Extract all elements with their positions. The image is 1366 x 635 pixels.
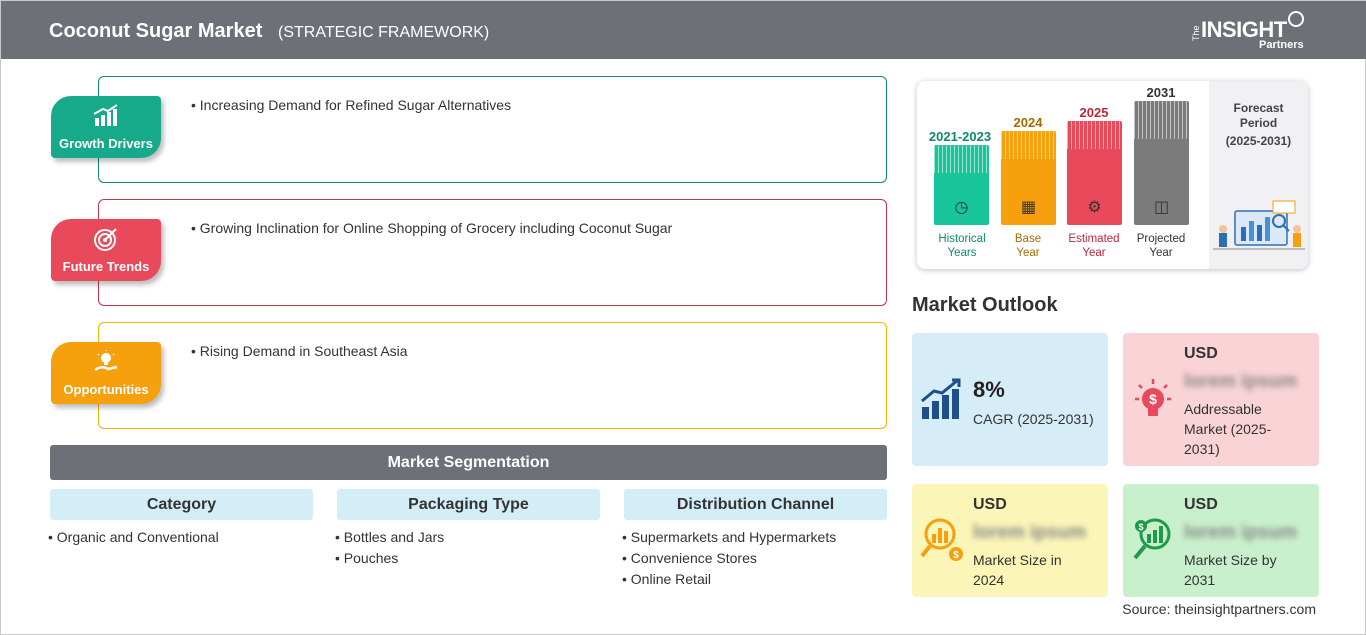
lightbulb-hand-icon [51, 350, 161, 374]
opportunities-box: • Rising Demand in Southeast Asia [98, 322, 887, 429]
logo-insight: INSIGHT [1201, 17, 1287, 42]
bar-stripe [934, 145, 989, 173]
opportunities-text: • Rising Demand in Southeast Asia [191, 343, 408, 359]
cagr-card: 8% CAGR (2025-2031) [912, 333, 1108, 466]
svg-text:$: $ [953, 550, 959, 561]
timeline-year-projected: 2031 [1146, 85, 1176, 100]
history-icon: ◷ [954, 199, 969, 216]
size-2031-currency: USD [1184, 496, 1218, 513]
forecast-label-1: Forecast [1233, 101, 1284, 115]
presentation-icon: ◫ [1153, 199, 1170, 216]
timeline-bar-base: ▦ [1001, 131, 1056, 225]
forecast-label-2: Period [1239, 116, 1278, 130]
future-trends-badge: Future Trends [51, 219, 161, 281]
svg-text:$: $ [1138, 522, 1143, 532]
timeline-bar-historical: ◷ [934, 145, 989, 225]
growth-chart-icon [51, 104, 161, 128]
timeline-year-estimated: 2025 [1079, 105, 1109, 120]
timeline-bar-projected: ◫ [1134, 101, 1189, 225]
list-item: Organic and Conventional [48, 527, 219, 548]
idea-dollar-icon: $ [1135, 379, 1171, 416]
timeline-bar-estimated: ⚙ [1067, 121, 1122, 225]
size-2024-label: Market Size in 2024 [973, 552, 1062, 588]
growth-bars-icon [921, 378, 961, 419]
list-item: Bottles and Jars [335, 527, 444, 548]
future-trends-box: • Growing Inclination for Online Shoppin… [98, 199, 887, 306]
logo-ring-icon [1288, 11, 1304, 27]
svg-text:$: $ [1149, 391, 1157, 407]
opportunities-badge: Opportunities [51, 342, 161, 404]
analyst-illustration-icon [1213, 200, 1305, 250]
addressable-value: lorem ipsum [1184, 371, 1297, 392]
brand-logo[interactable]: The INSIGHT Partners [1191, 11, 1311, 53]
list-item: Supermarkets and Hypermarkets [622, 527, 836, 548]
growth-drivers-text: • Increasing Demand for Refined Sugar Al… [191, 97, 512, 113]
addressable-market-card: USD lorem ipsum $ Addressable Market (20… [1123, 333, 1319, 466]
timeline-year-historical: 2021-2023 [928, 129, 992, 144]
gears-icon: ⚙ [1087, 199, 1102, 216]
addressable-label: Addressable Market (2025-2031) [1184, 401, 1272, 457]
market-outlook-title: Market Outlook [912, 294, 1058, 316]
segment-distribution-list: Supermarkets and Hypermarkets Convenienc… [622, 527, 836, 590]
size-2024-currency: USD [973, 496, 1007, 513]
market-size-2024-card: USD lorem ipsum $ Market Size in 2024 [912, 484, 1108, 597]
bar-stripe [1067, 121, 1122, 149]
magnifier-chart-icon: $ [920, 518, 963, 561]
page-title: Coconut Sugar Market [49, 20, 263, 42]
logo-partners: Partners [1259, 39, 1304, 51]
segment-packaging-heading: Packaging Type [337, 489, 600, 520]
size-2024-value: lorem ipsum [973, 522, 1086, 543]
source-note: Source: theinsightpartners.com [1122, 601, 1316, 617]
bar-stripe [1134, 101, 1189, 139]
cagr-label: CAGR (2025-2031) [973, 411, 1094, 427]
addressable-currency: USD [1184, 345, 1218, 362]
growth-drivers-box: • Increasing Demand for Refined Sugar Al… [98, 76, 887, 183]
list-item: Pouches [335, 548, 444, 569]
segment-packaging-list: Bottles and Jars Pouches [335, 527, 444, 569]
segment-distribution-heading: Distribution Channel [624, 489, 887, 520]
timeline-card: Forecast Period (2025-2031) 2021-2023 ◷ … [917, 81, 1308, 269]
header-bar: Coconut Sugar Market (STRATEGIC FRAMEWOR… [1, 1, 1366, 59]
segmentation-title: Market Segmentation [50, 445, 887, 480]
calendar-icon: ▦ [1020, 199, 1037, 216]
size-2031-label: Market Size by 2031 [1184, 552, 1277, 588]
opportunities-label: Opportunities [63, 382, 149, 397]
segment-category-list: Organic and Conventional [48, 527, 219, 548]
magnifier-growth-icon: $ [1133, 518, 1171, 560]
bar-stripe [1001, 131, 1056, 159]
page-subtitle: (STRATEGIC FRAMEWORK) [278, 24, 490, 41]
forecast-period: (2025-2031) [1225, 134, 1292, 148]
market-size-2031-card: USD lorem ipsum $ Market Size by 2031 [1123, 484, 1319, 597]
segment-category-heading: Category [50, 489, 313, 520]
growth-drivers-badge: Growth Drivers [51, 96, 161, 158]
forecast-panel: Forecast Period (2025-2031) [1209, 81, 1308, 269]
future-trends-label: Future Trends [62, 259, 150, 274]
growth-drivers-label: Growth Drivers [59, 136, 153, 151]
list-item: Online Retail [622, 569, 836, 590]
size-2031-value: lorem ipsum [1184, 522, 1297, 543]
cagr-value: 8% [973, 377, 1005, 402]
logo-the: The [1191, 25, 1201, 41]
timeline-year-base: 2024 [1013, 115, 1043, 130]
future-trends-text: • Growing Inclination for Online Shoppin… [191, 220, 673, 236]
target-icon [51, 227, 161, 251]
list-item: Convenience Stores [622, 548, 836, 569]
